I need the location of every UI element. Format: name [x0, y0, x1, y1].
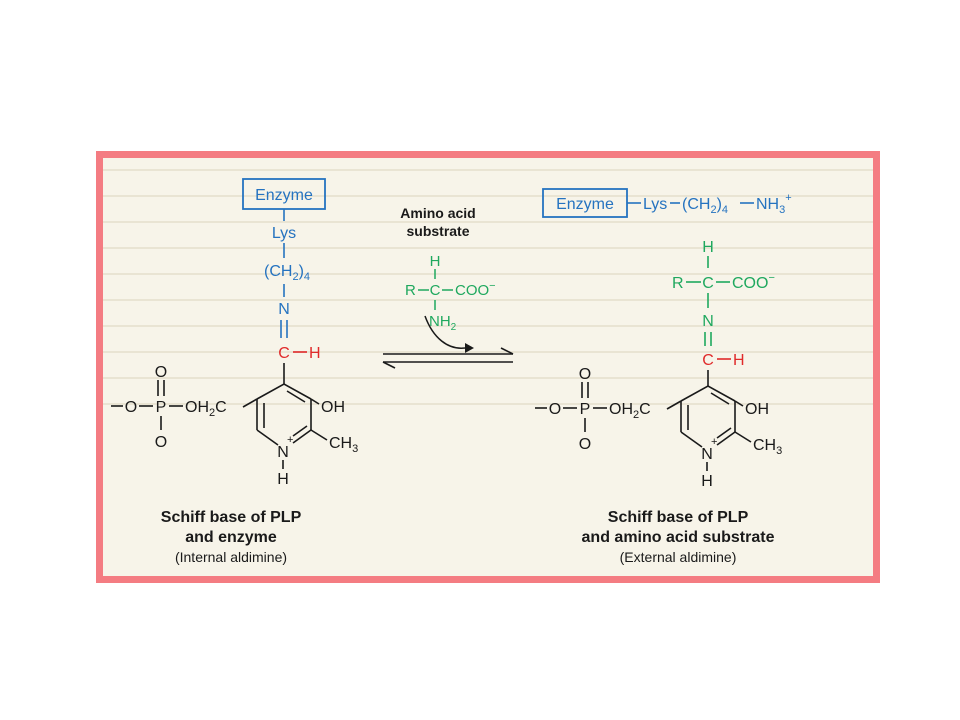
left-pyridine-ring	[256, 383, 312, 446]
right-ring-h: H	[701, 473, 713, 490]
right-carboxylate: COO−	[732, 272, 775, 292]
left-methyl: CH3	[329, 435, 358, 455]
left-caption-title: Schiff base of PLP	[161, 509, 302, 526]
left-imine-n: N	[278, 301, 290, 318]
substrate-amine: NH2	[429, 313, 457, 333]
left-phosphate-o-top: O	[155, 364, 167, 381]
right-oh2c-linker: OH2C	[609, 401, 651, 421]
left-aldimine-h: H	[309, 345, 321, 362]
right-phosphate-o-top: O	[579, 366, 591, 383]
right-methyl: CH3	[753, 437, 782, 457]
amino-acid-substrate: Amino acid substrate H R C COO− NH2	[382, 205, 514, 369]
substrate-h: H	[430, 253, 441, 270]
right-phosphate-o-bottom: O	[579, 436, 591, 453]
right-alpha-h: H	[702, 239, 714, 256]
right-ammonium: NH3+	[756, 192, 792, 216]
substrate-label-line1: Amino acid	[400, 205, 475, 221]
left-ring-n: N	[277, 444, 289, 461]
right-caption-subtitle: and amino acid substrate	[582, 529, 775, 546]
external-aldimine: Enzyme Lys (CH2)4 NH3+ H R C COO− N C H	[535, 188, 792, 565]
left-caption-subtitle: and enzyme	[185, 529, 277, 546]
right-hydroxyl: OH	[745, 401, 769, 418]
left-oh2c-linker: OH2C	[185, 399, 227, 419]
substrate-entry-arrow	[424, 315, 466, 349]
substrate-label-line2: substrate	[406, 223, 469, 239]
right-caption-title: Schiff base of PLP	[608, 509, 749, 526]
right-phosphate-o-left: O	[549, 401, 561, 418]
left-enzyme-label: Enzyme	[255, 187, 313, 204]
background-texture	[103, 169, 873, 405]
substrate-r: R	[405, 282, 416, 299]
reaction-scheme: Enzyme Lys (CH2)4 N C H N + H OH CH3	[103, 169, 873, 565]
right-lys-label: Lys	[643, 196, 667, 213]
right-pyridine-ring	[680, 385, 736, 448]
substrate-carboxylate: COO−	[455, 280, 496, 299]
right-imine-n: N	[702, 313, 714, 330]
right-ring-plus: +	[711, 436, 717, 448]
right-enzyme-label: Enzyme	[556, 196, 614, 213]
right-ring-n: N	[701, 446, 713, 463]
left-phosphorus: P	[156, 399, 167, 416]
internal-aldimine: Enzyme Lys (CH2)4 N C H N + H OH CH3	[111, 178, 358, 565]
right-r-group: R	[672, 275, 684, 292]
left-ring-h: H	[277, 471, 289, 488]
figure-frame: Enzyme Lys (CH2)4 N C H N + H OH CH3	[96, 151, 880, 583]
left-ch2-chain: (CH2)4	[264, 263, 310, 283]
right-phosphorus: P	[580, 401, 591, 418]
left-phosphate-o-left: O	[125, 399, 137, 416]
substrate-c-alpha: C	[430, 282, 441, 299]
left-hydroxyl: OH	[321, 399, 345, 416]
substrate-arrowhead	[465, 343, 474, 353]
left-ring-plus: +	[287, 434, 293, 446]
right-aldimine-h: H	[733, 352, 745, 369]
right-ch2-chain: (CH2)4	[682, 196, 728, 216]
left-phosphate-o-bottom: O	[155, 434, 167, 451]
right-caption-note: (External aldimine)	[620, 549, 737, 565]
right-aldimine-c: C	[702, 352, 714, 369]
left-aldimine-c: C	[278, 345, 290, 362]
left-caption-note: (Internal aldimine)	[175, 549, 287, 565]
right-alpha-c: C	[702, 275, 714, 292]
left-lys-label: Lys	[272, 225, 296, 242]
